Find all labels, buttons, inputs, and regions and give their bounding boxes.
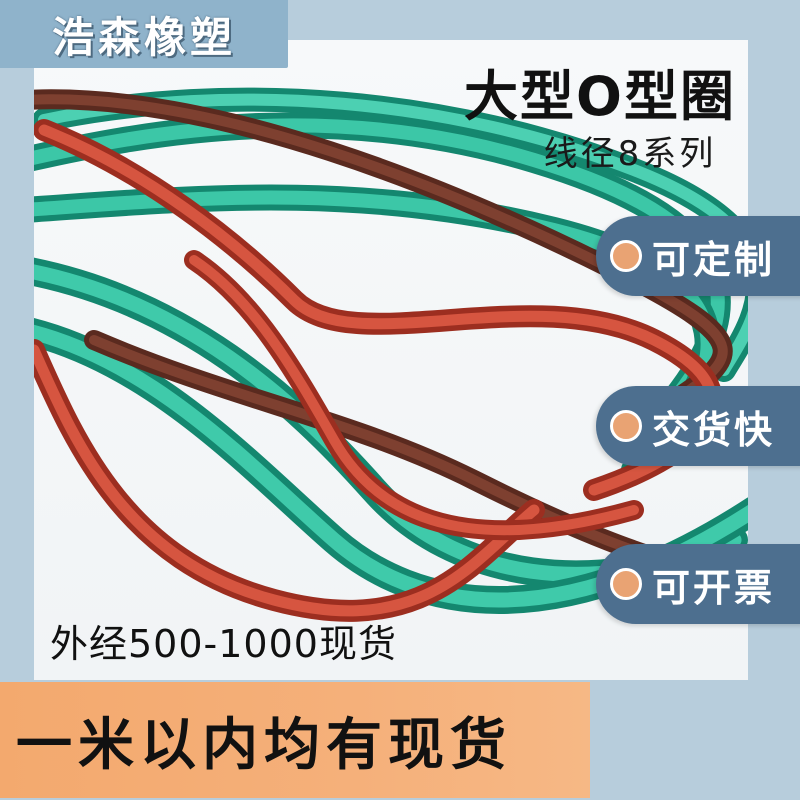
product-photo (34, 40, 748, 680)
frame-left (0, 0, 34, 680)
brand-badge: 浩森橡塑 (0, 0, 288, 68)
orange-dot-icon (610, 568, 642, 600)
stock-banner-text: 一米以内均有现货 (16, 712, 512, 778)
stock-banner: 一米以内均有现货 (0, 682, 590, 798)
product-subtitle: 线径8系列 (543, 134, 717, 174)
orange-dot-icon (610, 410, 642, 442)
feature-pill-fast-delivery: 交货快 (596, 386, 800, 466)
feature-pill-invoice: 可开票 (596, 544, 800, 624)
orange-dot-icon (610, 240, 642, 272)
product-title: 大型O型圈 (464, 65, 736, 128)
outer-diameter-caption: 外经500-1000现货 (50, 621, 397, 666)
feature-label: 可开票 (652, 565, 776, 610)
feature-pill-customizable: 可定制 (596, 216, 800, 296)
feature-label: 交货快 (652, 407, 776, 452)
feature-label: 可定制 (652, 237, 776, 282)
brand-name: 浩森橡塑 (51, 12, 236, 62)
